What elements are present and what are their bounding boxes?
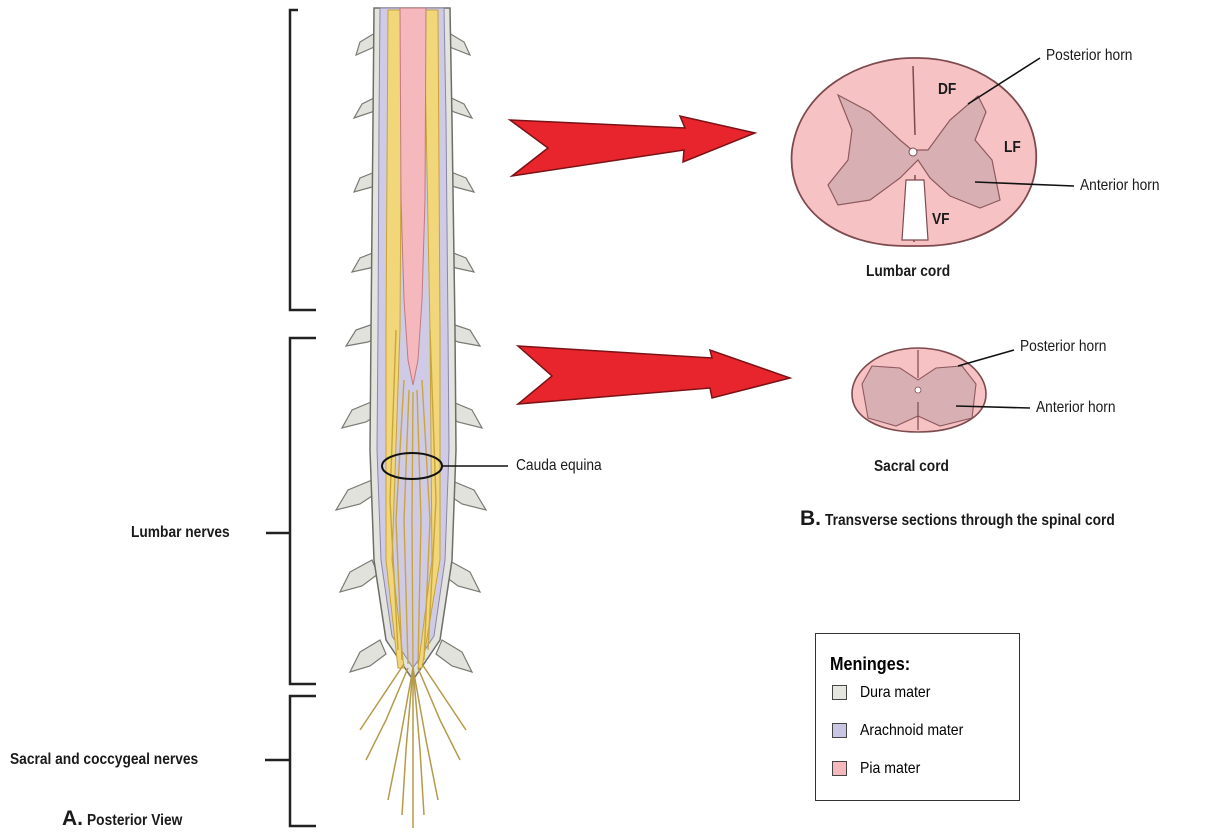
legend-label-pia: Pia mater — [860, 760, 920, 778]
legend-title: Meninges: — [830, 654, 910, 675]
sacral-cord-label: Sacral cord — [874, 459, 949, 475]
lumbar-nerves-label: Lumbar nerves — [131, 525, 230, 541]
sacral-coccygeal-nerves-label: Sacral and coccygeal nerves — [10, 752, 198, 768]
caption-a: A. Posterior View — [62, 808, 198, 829]
caption-b: B. Transverse sections through the spina… — [800, 508, 1162, 529]
legend-item-arachnoid: Arachnoid mater — [832, 722, 1022, 740]
lf-label: LF — [1004, 140, 1021, 156]
legend-item-dura: Dura mater — [832, 684, 1022, 702]
arrow-to-sacral-section — [518, 346, 790, 404]
lumbar-cord-label: Lumbar cord — [866, 264, 950, 280]
lumbar-anterior-horn-label: Anterior horn — [1080, 178, 1160, 194]
caption-a-text: Posterior View — [87, 813, 182, 829]
lumbar-posterior-horn-label: Posterior horn — [1046, 48, 1132, 64]
sacral-cord-section — [852, 348, 986, 432]
lumbar-upper-bracket — [290, 10, 316, 310]
caption-b-letter: B. — [800, 507, 821, 530]
caption-a-letter: A. — [62, 807, 83, 830]
legend-label-arachnoid: Arachnoid mater — [860, 722, 963, 740]
lumbar-nerves-bracket — [266, 338, 316, 684]
cauda-equina-label: Cauda equina — [516, 458, 602, 474]
legend-item-pia: Pia mater — [832, 760, 1022, 778]
caption-b-text: Transverse sections through the spinal c… — [825, 513, 1115, 529]
meninges-legend: Meninges: Dura mater Arachnoid mater Pia… — [815, 633, 1020, 801]
sacral-anterior-horn-label: Anterior horn — [1036, 400, 1116, 416]
vf-label: VF — [932, 212, 950, 228]
sacral-posterior-horn-label: Posterior horn — [1020, 339, 1106, 355]
legend-swatch-dura — [832, 685, 847, 700]
lumbar-cord-section — [792, 58, 1037, 246]
sacral-posterior-horn-leader — [958, 350, 1014, 366]
legend-label-dura: Dura mater — [860, 684, 930, 702]
sacral-coccygeal-bracket — [265, 696, 316, 826]
arrow-to-lumbar-section — [510, 116, 755, 176]
sacral-coccygeal-roots — [360, 664, 466, 828]
legend-swatch-pia — [832, 761, 847, 776]
legend-swatch-arachnoid — [832, 723, 847, 738]
df-label: DF — [938, 82, 956, 98]
